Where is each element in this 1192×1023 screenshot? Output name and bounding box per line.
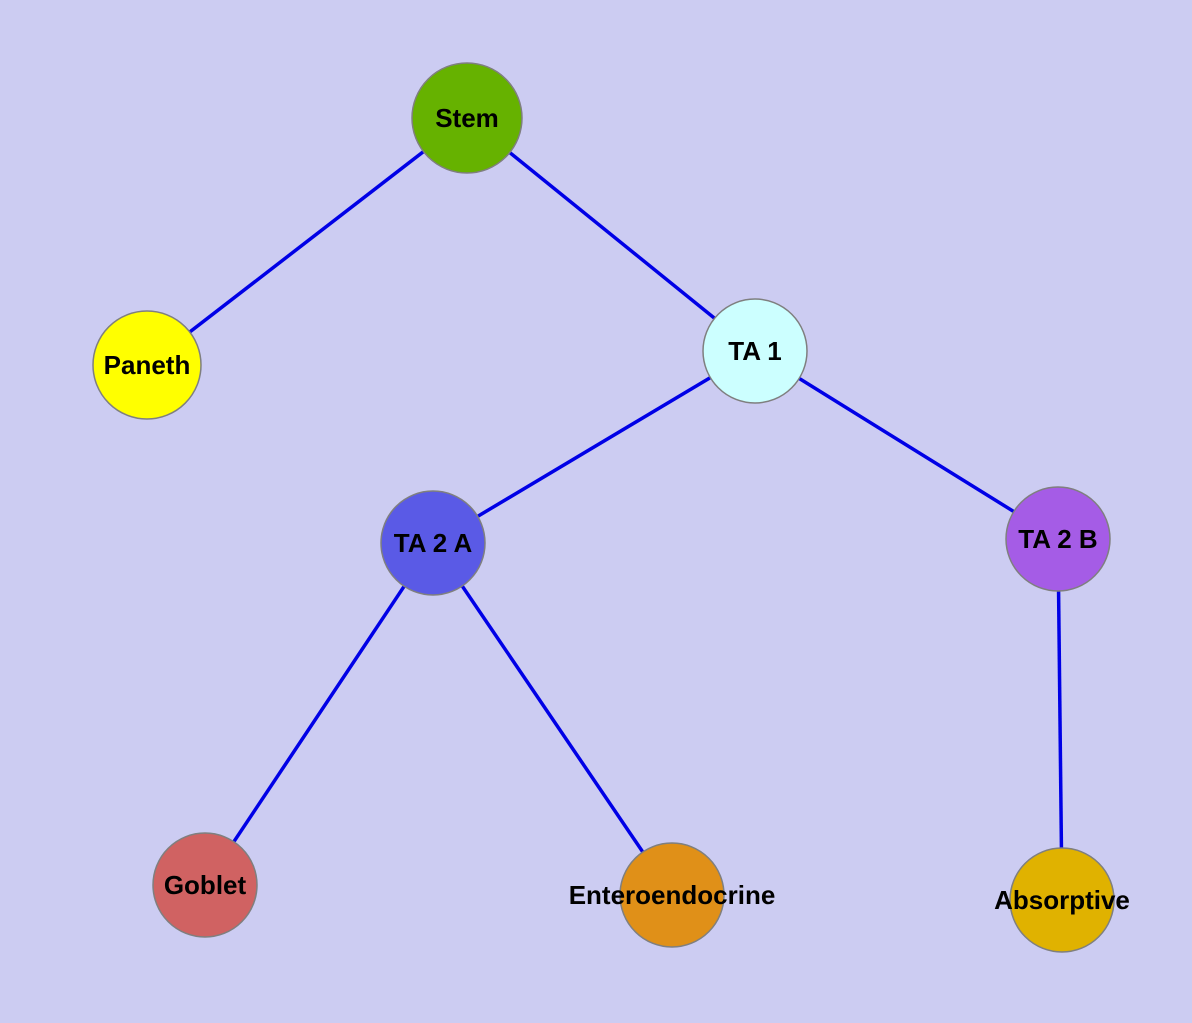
edge-ta2b-absorptive <box>1056 538 1064 901</box>
edge-ta2a-enteroendocrine <box>431 542 674 896</box>
node-enteroendocrine: Enteroendocrine <box>569 842 776 948</box>
node-absorptive-circle <box>1009 847 1115 953</box>
node-absorptive-label: Absorptive <box>994 885 1130 915</box>
node-ta1: TA 1 <box>702 298 808 404</box>
node-goblet-circle <box>152 832 258 938</box>
node-ta1-label: TA 1 <box>728 336 781 366</box>
edge-stem-paneth <box>145 116 469 367</box>
node-absorptive: Absorptive <box>994 847 1130 953</box>
edges-layer <box>145 116 1064 901</box>
node-ta2a: TA 2 A <box>380 490 486 596</box>
node-stem: Stem <box>411 62 523 174</box>
edge-stem-ta1 <box>465 116 757 353</box>
node-ta2b-circle <box>1005 486 1111 592</box>
node-stem-circle <box>411 62 523 174</box>
node-enteroendocrine-circle <box>619 842 725 948</box>
node-paneth-circle <box>92 310 202 420</box>
node-stem-label: Stem <box>435 103 499 133</box>
node-ta2b: TA 2 B <box>1005 486 1111 592</box>
node-goblet: Goblet <box>152 832 258 938</box>
node-ta1-circle <box>702 298 808 404</box>
node-enteroendocrine-label: Enteroendocrine <box>569 880 776 910</box>
edge-ta1-ta2b <box>754 349 1059 541</box>
node-paneth: Paneth <box>92 310 202 420</box>
node-goblet-label: Goblet <box>164 870 247 900</box>
node-ta2a-label: TA 2 A <box>394 528 473 558</box>
node-ta2a-circle <box>380 490 486 596</box>
node-paneth-label: Paneth <box>104 350 191 380</box>
edge-ta1-ta2a <box>432 349 756 545</box>
node-ta2b-label: TA 2 B <box>1018 524 1097 554</box>
edge-ta2a-goblet <box>203 542 435 886</box>
